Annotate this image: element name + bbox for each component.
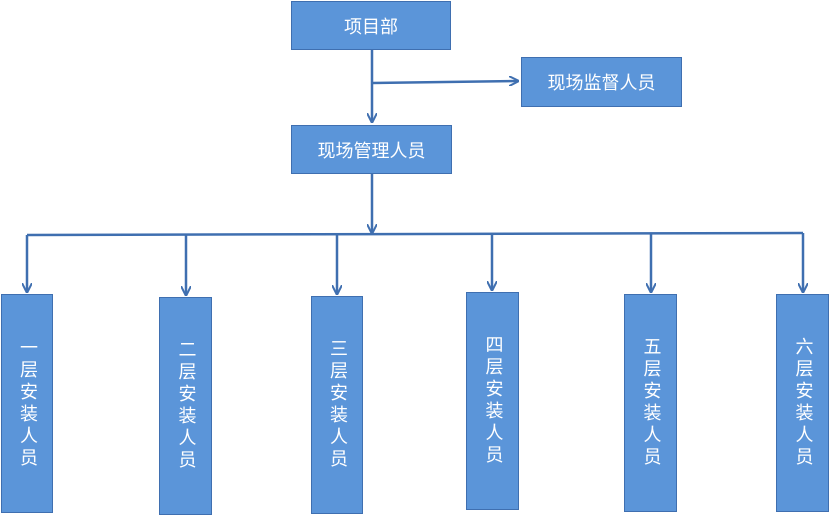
node-floor-4-label: 四层安装人员 xyxy=(482,335,504,467)
node-site-supervisor-label: 现场监督人员 xyxy=(547,73,656,94)
connector-floors-bus xyxy=(26,231,804,237)
node-project-dept: 项目部 xyxy=(291,1,451,50)
node-floor-2: 二层安装人员 xyxy=(159,297,212,515)
node-floor-4: 四层安装人员 xyxy=(466,292,519,510)
node-site-manager: 现场管理人员 xyxy=(291,125,452,174)
node-floor-3-label: 三层安装人员 xyxy=(327,339,348,471)
node-site-manager-label: 现场管理人员 xyxy=(317,140,426,162)
node-floor-3: 三层安装人员 xyxy=(311,296,363,514)
node-floor-5: 五层安装人员 xyxy=(624,294,677,512)
node-site-supervisor: 现场监督人员 xyxy=(521,57,682,107)
node-floor-1-label: 一层安装人员 xyxy=(17,337,38,470)
node-floor-1: 一层安装人员 xyxy=(1,294,53,513)
connector-to-supervisor xyxy=(371,81,518,83)
node-floor-5-label: 五层安装人员 xyxy=(640,337,662,469)
node-floor-6-label: 六层安装人员 xyxy=(792,337,814,469)
node-floor-2-label: 二层安装人员 xyxy=(175,340,197,472)
node-floor-6: 六层安装人员 xyxy=(776,294,829,512)
node-project-dept-label: 项目部 xyxy=(344,16,398,38)
